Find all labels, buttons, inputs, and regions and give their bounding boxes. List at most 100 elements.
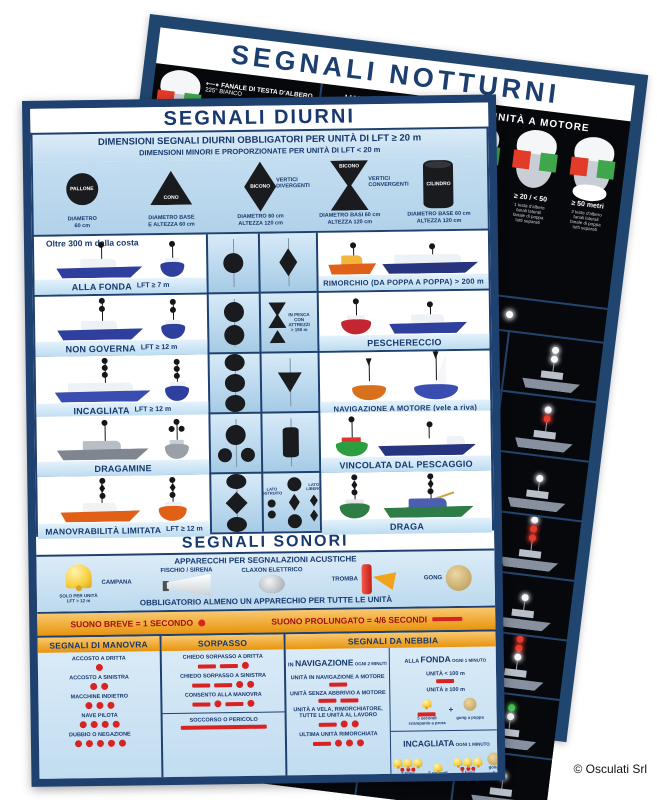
row-label: PESCHERECCIO	[319, 333, 490, 351]
signal-cone-down	[261, 352, 319, 412]
photo-copyright: © Osculati Srl	[573, 762, 647, 776]
long-sound-dash-icon	[432, 616, 463, 622]
shape-bicono-divergenti: BICONO VERTICI DIVERGENTI DIAMETRO 60 cm…	[217, 161, 310, 227]
signal-code	[38, 682, 160, 691]
signal-code	[289, 720, 388, 728]
legend-long-sound: SUONO PROLUNGATO = 4/6 SECONDI	[271, 614, 463, 627]
fonda-item: UNITÀ ≥ 100 m 5 secondi scampanio a pror…	[408, 686, 484, 726]
hourglass-shape-icon	[268, 302, 286, 328]
gong-icon	[446, 564, 473, 592]
white-light-icon	[543, 406, 552, 414]
row-draga-right: DRAGA	[321, 470, 493, 535]
row-label: DRAGA	[321, 517, 493, 535]
sailing-yacht-illustration	[413, 350, 459, 400]
red-light-icon	[514, 644, 523, 653]
fishing-gear-note: IN PESCA CON ATTREZZI > 150 m	[288, 312, 310, 333]
nebbia-item: UNITÀ IN NAVIGAZIONE A MOTORE	[288, 674, 387, 687]
trawler-front-illustration	[339, 474, 370, 519]
bell-icon	[422, 699, 432, 708]
signal-code	[163, 724, 285, 730]
signal-one-ball	[207, 233, 259, 293]
signal-code	[39, 739, 161, 748]
white-light-icon	[551, 346, 559, 355]
signal-code	[162, 699, 284, 708]
signal-ball-diamond-ball	[211, 473, 263, 533]
device-tromba: TROMBA	[331, 564, 397, 595]
gong-icon	[487, 752, 498, 766]
horn-icon	[167, 574, 211, 597]
manovra-item: DUBBIO O NEGAZIONE	[39, 731, 161, 748]
fishing-boat-illustration	[389, 297, 467, 334]
signal-cylinder	[262, 412, 320, 472]
night-grid-cell	[488, 451, 589, 521]
boat-front-illustration	[165, 357, 190, 402]
sound-section: APPARECCHI PER SEGNALAZIONI ACUSTICHE SO…	[36, 548, 496, 612]
motor-yacht-illustration	[56, 237, 143, 278]
fonda-item: UNITÀ < 100 m	[390, 670, 497, 684]
manovra-item: ACCOSTO A SINISTRA	[38, 674, 160, 691]
motor-size-over50: ≥ 50 metri 2 teste d'albero fanali later…	[556, 134, 624, 234]
legend-short-sound: SUONO BREVE = 1 SECONDO	[70, 617, 206, 629]
row-vincolata-right: VINCOLATA DAL PESCAGGIO	[320, 410, 492, 473]
night-grid-cell	[495, 391, 596, 461]
boat-front-illustration	[158, 476, 188, 522]
sorpasso-item: CHIEDO SORPASSO A DRITTA	[162, 653, 284, 670]
signal-ball-triangle	[210, 413, 262, 473]
bell-icon	[65, 563, 92, 588]
red-light-icon	[529, 525, 537, 533]
boat-front-illustration	[161, 297, 186, 340]
boat-front-illustration	[160, 237, 185, 278]
shape-bicono-convergenti: BICONO VERTICI CONVERGENTI DIAMETRO BASI…	[307, 160, 409, 226]
nebbia-item: UNITÀ SENZA ABBRIVIO A MOTORE	[288, 690, 387, 703]
sorpasso-item: CHIEDO SORPASSO A SINISTRA	[162, 672, 284, 689]
day-poster: SEGNALI DIURNI DIMENSIONI SEGNALI DIURNI…	[22, 94, 506, 787]
claxon-icon	[259, 574, 286, 594]
soccorso-item: SOCCORSO O PERICOLO	[163, 716, 285, 730]
nebbia-item: ULTIMA UNITÀ RIMORCHIATA	[289, 731, 388, 747]
signal-code	[390, 678, 497, 684]
row-label: RIMORCHIO (DA POPPA A POPPA) > 200 m	[318, 273, 489, 291]
boat-front-illustration	[164, 417, 190, 460]
cargo-ship-front-illustration	[335, 414, 368, 457]
sailboat-bare-illustration	[352, 358, 387, 401]
signal-draga-sides: LATO OSTRUITO LATO LIBERO	[262, 472, 321, 532]
shape-cilindro: CILINDRO DIAMETRO BASE 60 cm ALTEZZA 120…	[396, 159, 482, 225]
nebbia-navigazione: IN NAVIGAZIONE OGNI 2 MINUTI UNITÀ IN NA…	[285, 647, 392, 779]
col-sorpasso: SORPASSO CHIEDO SORPASSO A DRITTA CHIEDO…	[161, 634, 286, 779]
air-horn-can-icon	[361, 564, 373, 595]
incagliata-heading: INCAGLIATA OGNI 1 MINUTO	[403, 738, 490, 749]
motor-size-20to50: ≥ 20 / < 50 1 testa d'albero fanali late…	[499, 127, 567, 227]
signal-bicone	[259, 232, 317, 292]
dredger-illustration	[383, 473, 474, 518]
gong-icon	[463, 698, 477, 712]
manovra-item: MACCHINE INDIETRO	[38, 693, 160, 710]
minesweeper-illustration	[56, 417, 149, 460]
device-fischio: FISCHIO / SIRENA	[160, 567, 213, 597]
shape-cono: CONO DIAMETRO BASE E ALTEZZA 60 cm	[128, 162, 214, 228]
device-campana: SOLO PER UNITÀ LFT > 12 m CAMPANA	[59, 563, 132, 603]
row-dragamine-left: DRAGAMINE	[36, 414, 210, 477]
signal-two-balls	[208, 293, 260, 353]
signal-three-balls	[209, 353, 261, 413]
tug-illustration	[60, 477, 141, 522]
nebbia-item: UNITÀ A VELA, RIMORCHIATORE, TUTTE LE UN…	[288, 706, 387, 728]
day-shapes-row: PALLONE DIAMETRO 60 cm CONO DIAMETRO BAS…	[30, 156, 490, 237]
white-light-icon	[530, 516, 539, 524]
signal-fishing-gear: IN PESCA CON ATTREZZI > 150 m	[260, 292, 318, 352]
green-light-icon	[507, 703, 516, 712]
shape-pallone: PALLONE DIAMETRO 60 cm	[39, 164, 125, 230]
signal-code	[39, 720, 161, 729]
air-horn-bell-icon	[371, 568, 397, 590]
row-peschereccio-right: PESCHERECCIO	[318, 290, 490, 351]
boat-bow-illustration	[565, 134, 618, 203]
manovra-item: ACCOSTO A DRITTA	[38, 655, 160, 672]
signal-code	[288, 682, 387, 687]
night-grid-cell	[502, 332, 604, 402]
